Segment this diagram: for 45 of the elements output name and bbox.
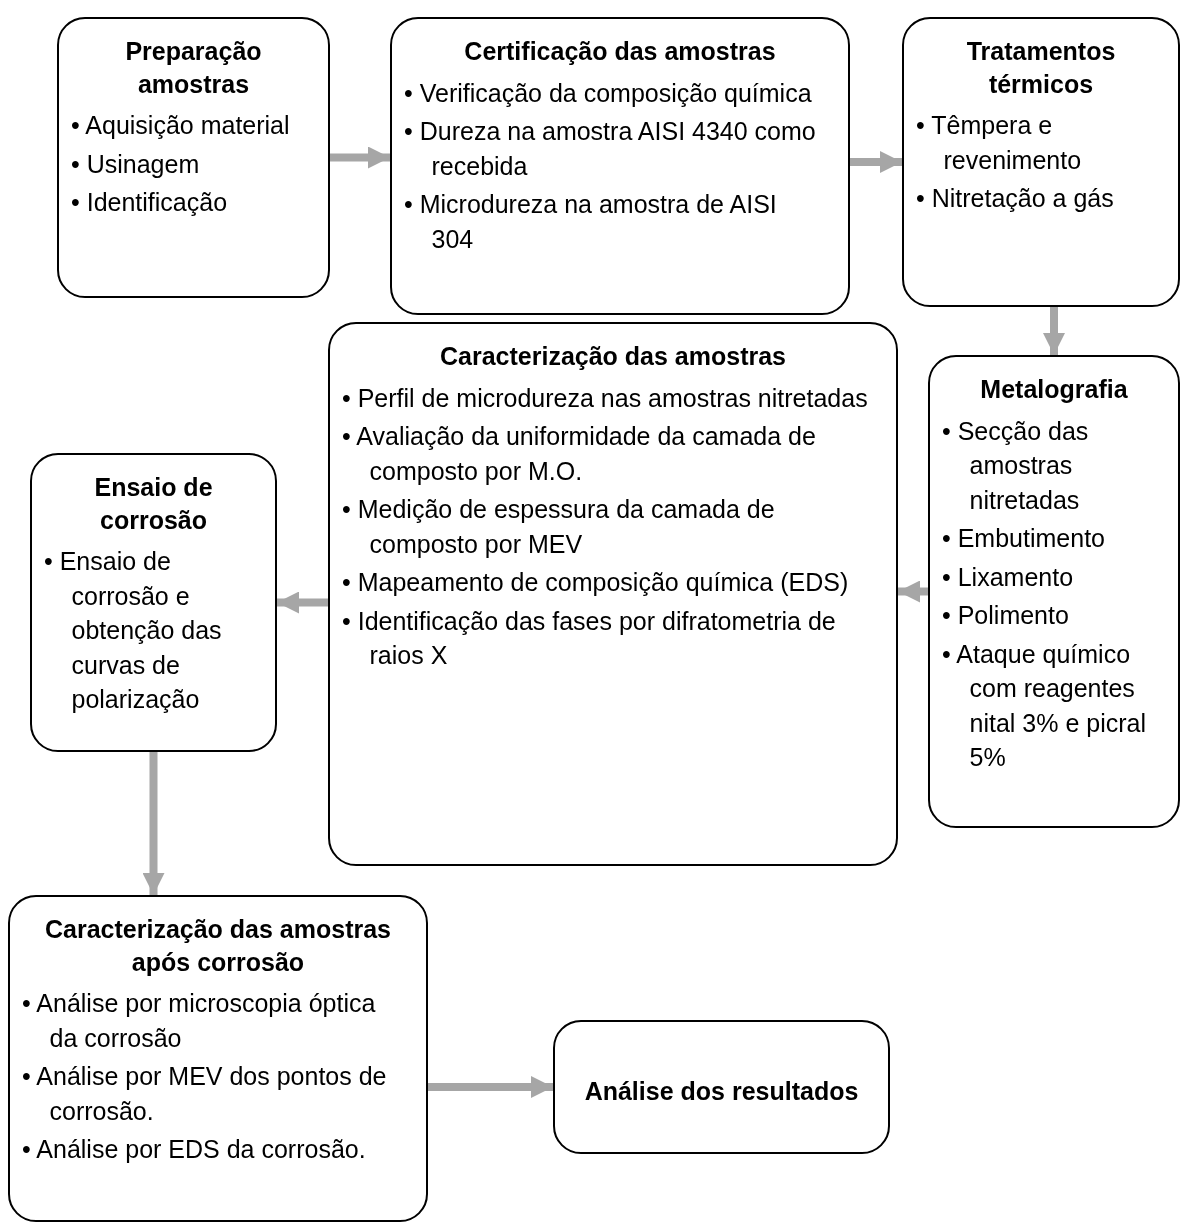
process-box bbox=[390, 17, 850, 315]
bullet-item: • Usinagem bbox=[71, 148, 201, 180]
arrow bbox=[330, 146, 390, 169]
bullet-item: • Embutimento bbox=[942, 523, 1106, 554]
bullet-item: • Avaliação da uniformidade da camada de composto por M.O. bbox=[342, 421, 817, 487]
process-box bbox=[553, 1020, 890, 1154]
process-box bbox=[902, 17, 1180, 307]
process-box bbox=[57, 17, 330, 298]
bullet-item: • Nitretação a gás bbox=[916, 183, 1115, 214]
process-box bbox=[928, 355, 1180, 828]
bullet-item: • Análise por MEV dos pontos de corrosão. bbox=[22, 1061, 388, 1127]
process-box bbox=[30, 453, 277, 752]
arrow bbox=[277, 591, 328, 614]
bullet-item: • Análise por microscopia óptica da corrosão bbox=[22, 988, 377, 1054]
bullet-item: • Medição de espessura da camada de composto por MEV bbox=[342, 494, 776, 560]
box-heading: Análise dos resultados bbox=[583, 1075, 860, 1107]
bullet-item: • Identificação das fases por difratometria de raios X bbox=[342, 605, 837, 671]
box-heading: Tratamentos térmicos bbox=[965, 36, 1117, 100]
process-box bbox=[328, 322, 898, 866]
process-box bbox=[8, 895, 428, 1222]
arrow bbox=[428, 1076, 553, 1098]
box-heading: Caracterização das amostras bbox=[439, 341, 787, 372]
bullet-item: • Secção das amostras nitretadas bbox=[942, 415, 1090, 516]
bullet-item: • Verificação da composição química bbox=[404, 77, 813, 109]
bullet-item: • Dureza na amostra AISI 4340 como recebida bbox=[404, 116, 817, 182]
bullet-item: • Perfil de microdureza nas amostras nitretadas bbox=[342, 382, 869, 414]
bullet-item: • Microdureza na amostra de AISI 304 bbox=[404, 189, 778, 255]
arrow bbox=[142, 752, 165, 895]
bullet-item: • Ensaio de corrosão e obtenção das curvas de polarização bbox=[44, 546, 223, 715]
bullet-item: • Têmpera e revenimento bbox=[916, 110, 1083, 176]
bullet-item: • Análise por EDS da corrosão. bbox=[22, 1134, 367, 1165]
box-heading: Metalografia bbox=[979, 374, 1129, 405]
bullet-item: • Lixamento bbox=[942, 561, 1075, 593]
bullet-item: • Aquisição material bbox=[71, 110, 291, 141]
arrow bbox=[1043, 307, 1065, 355]
box-heading: Caracterização das amostras após corrosão bbox=[44, 914, 392, 978]
bullet-item: • Ataque químico com reagentes nital 3% e picral 5% bbox=[942, 638, 1147, 773]
box-heading: Preparação amostras bbox=[124, 36, 263, 100]
arrow bbox=[898, 580, 928, 603]
box-heading: Certificação das amostras bbox=[463, 36, 777, 67]
box-heading: Ensaio de corrosão bbox=[93, 472, 214, 536]
bullet-item: • Polimento bbox=[942, 600, 1070, 631]
bullet-item: • Mapeamento de composição química (EDS) bbox=[342, 567, 850, 598]
arrow bbox=[850, 151, 902, 173]
bullet-item: • Identificação bbox=[71, 187, 229, 218]
